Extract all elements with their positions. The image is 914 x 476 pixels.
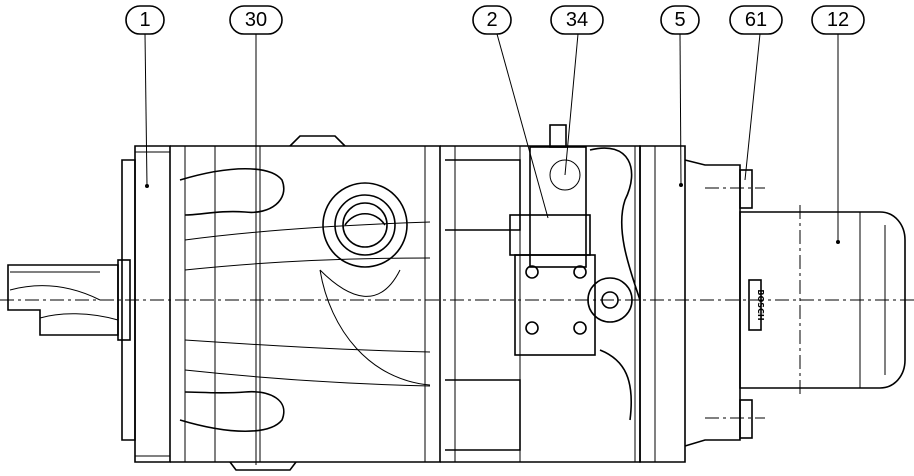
svg-text:1: 1	[139, 9, 150, 31]
balloon-1: 1	[125, 5, 165, 35]
svg-text:30: 30	[245, 9, 267, 31]
balloon-34: 34	[550, 5, 604, 35]
control-housing	[440, 145, 641, 463]
svg-text:34: 34	[566, 9, 588, 31]
balloon-5: 5	[660, 5, 700, 35]
svg-text:5: 5	[674, 9, 685, 31]
end-cover	[639, 145, 741, 463]
balloon-2: 2	[472, 5, 512, 35]
svg-text:12: 12	[827, 9, 849, 31]
drive-shaft	[7, 259, 131, 341]
mounting-flange	[121, 145, 171, 463]
brand-plate: BOSCH	[748, 279, 765, 331]
balloon-30: 30	[229, 5, 283, 35]
balloon-61: 61	[729, 5, 783, 35]
brand-plate-text: BOSCH	[756, 289, 765, 320]
bolt	[705, 169, 765, 439]
balloon-12: 12	[811, 5, 865, 35]
attached-unit	[739, 205, 906, 395]
svg-text:2: 2	[486, 9, 497, 31]
pressure-controller	[509, 124, 641, 421]
pump-housing	[170, 135, 441, 471]
svg-text:61: 61	[745, 9, 767, 31]
leader-lines	[144, 33, 839, 465]
